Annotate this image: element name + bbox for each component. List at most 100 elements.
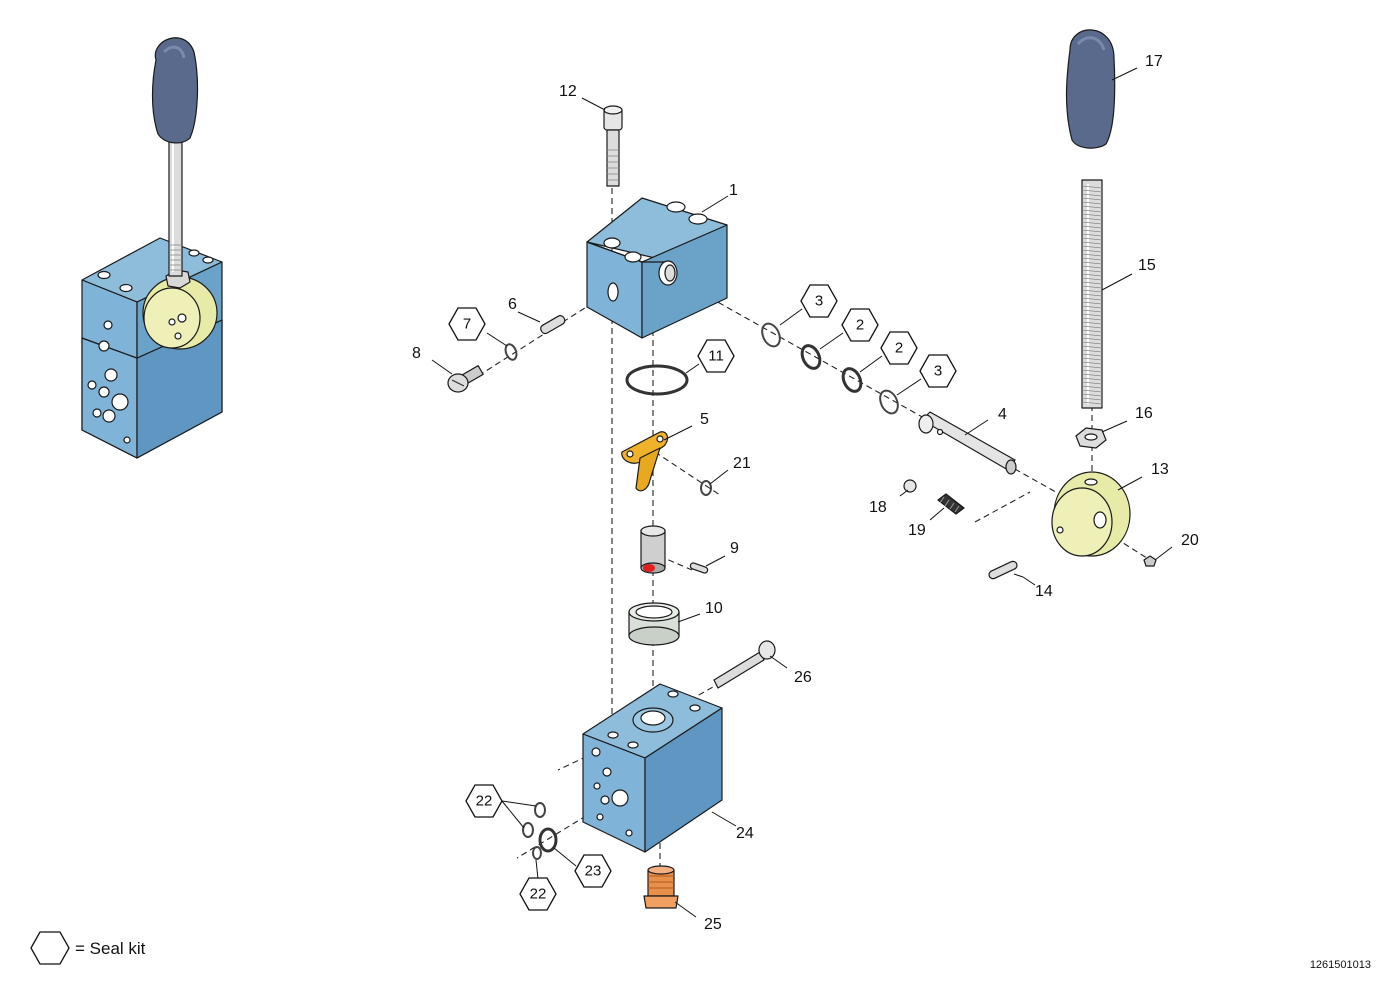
callout-25: 25 <box>704 916 722 933</box>
part-26-bolt <box>713 640 776 689</box>
thread-line <box>1081 381 1103 385</box>
thread-line <box>1081 361 1103 365</box>
part-2-ring-b <box>841 367 863 393</box>
part-23-oring <box>538 827 558 853</box>
seal-callout-23: 23 <box>574 854 612 888</box>
thread-line <box>1081 369 1103 373</box>
part-16-nut <box>1075 427 1107 449</box>
thread-line <box>1081 273 1103 277</box>
seal-callout-22b: 22 <box>519 877 557 911</box>
callout-19: 19 <box>908 522 926 539</box>
thread-line <box>1081 377 1103 381</box>
thread-line <box>1081 189 1103 193</box>
callout-9: 9 <box>730 540 739 557</box>
part-8-screw <box>447 365 484 393</box>
thread-line <box>1081 185 1103 189</box>
thread-line <box>1081 389 1103 393</box>
seal-callout-11: 11 <box>697 339 735 373</box>
callout-6: 6 <box>508 296 517 313</box>
document-id: 1261501013 <box>1310 959 1371 971</box>
callout-8: 8 <box>412 345 421 362</box>
thread-line <box>1081 305 1103 309</box>
thread-line <box>1081 353 1103 357</box>
part-17-knob <box>1065 29 1116 149</box>
thread-line <box>1081 253 1103 257</box>
thread-line <box>1081 329 1103 333</box>
svg-text:3: 3 <box>815 293 823 310</box>
part-12-bolt <box>603 105 623 187</box>
thread-line <box>1081 197 1103 201</box>
thread-line <box>1081 249 1103 253</box>
callout-12: 12 <box>559 83 577 100</box>
callout-20: 20 <box>1181 532 1199 549</box>
thread-line <box>1081 245 1103 249</box>
thread-line <box>1081 241 1103 245</box>
thread-line <box>1081 333 1103 337</box>
callout-16: 16 <box>1135 405 1153 422</box>
part-4-shaft <box>918 411 1017 475</box>
part-9-plunger <box>640 525 709 574</box>
thread-line <box>1081 205 1103 209</box>
seal-callout-3b: 3 <box>919 354 957 388</box>
seal-callout-22a: 22 <box>465 784 503 818</box>
part-19-spring <box>937 493 965 515</box>
thread-line <box>1081 365 1103 369</box>
svg-text:22: 22 <box>476 793 493 810</box>
part-25-plug <box>643 865 679 909</box>
thread-line <box>1081 237 1103 241</box>
thread-line <box>1081 221 1103 225</box>
thread-line <box>1081 193 1103 197</box>
callout-18: 18 <box>869 499 887 516</box>
part-22-oring-b <box>522 822 534 838</box>
svg-text:22: 22 <box>530 886 547 903</box>
part-24-lower-block <box>582 683 723 853</box>
callout-1: 1 <box>729 182 738 199</box>
thread-line <box>1081 269 1103 273</box>
part-20-setscrew <box>1143 555 1157 567</box>
svg-text:11: 11 <box>708 348 724 365</box>
part-15-threaded-rod <box>1081 179 1103 409</box>
callout-15: 15 <box>1138 257 1156 274</box>
svg-text:7: 7 <box>463 316 471 333</box>
part-5-lever <box>621 431 669 492</box>
thread-line <box>1081 345 1103 349</box>
part-21-clip <box>700 480 712 496</box>
part-10-bushing <box>628 602 680 646</box>
svg-text:23: 23 <box>585 863 602 880</box>
part-7-oring <box>504 343 518 361</box>
thread-line <box>1081 341 1103 345</box>
part-number-labels: 1 4 5 6 8 9 10 12 13 14 15 16 17 18 19 2… <box>412 53 1199 933</box>
thread-line <box>1081 213 1103 217</box>
thread-line <box>1081 401 1103 405</box>
thread-line <box>1081 357 1103 361</box>
thread-line <box>1081 385 1103 389</box>
thread-line <box>1081 257 1103 261</box>
thread-line <box>1081 397 1103 401</box>
legend-text: = Seal kit <box>75 939 146 958</box>
part-11-oring <box>625 364 689 396</box>
callout-17: 17 <box>1145 53 1163 70</box>
callout-5: 5 <box>700 411 709 428</box>
thread-line <box>1081 201 1103 205</box>
seal-callout-3a: 3 <box>800 284 838 318</box>
seal-callout-7: 7 <box>448 307 486 341</box>
callout-4: 4 <box>998 406 1007 423</box>
thread-line <box>1081 373 1103 377</box>
callout-13: 13 <box>1151 461 1169 478</box>
thread-line <box>1081 321 1103 325</box>
part-3-ring-a <box>761 322 781 348</box>
legend: = Seal kit <box>30 931 146 965</box>
seal-callout-2a: 2 <box>841 308 879 342</box>
thread-line <box>1081 393 1103 397</box>
callout-14: 14 <box>1035 583 1053 600</box>
part-6-pin <box>540 315 566 335</box>
thread-line <box>1081 293 1103 297</box>
thread-line <box>1081 265 1103 269</box>
leader-lines <box>431 67 1173 918</box>
part-14-pin <box>988 560 1018 580</box>
svg-text:2: 2 <box>895 340 903 357</box>
thread-line <box>1081 313 1103 317</box>
thread-line <box>1081 261 1103 265</box>
callout-21: 21 <box>733 455 751 472</box>
part-13-cam <box>1051 471 1131 557</box>
